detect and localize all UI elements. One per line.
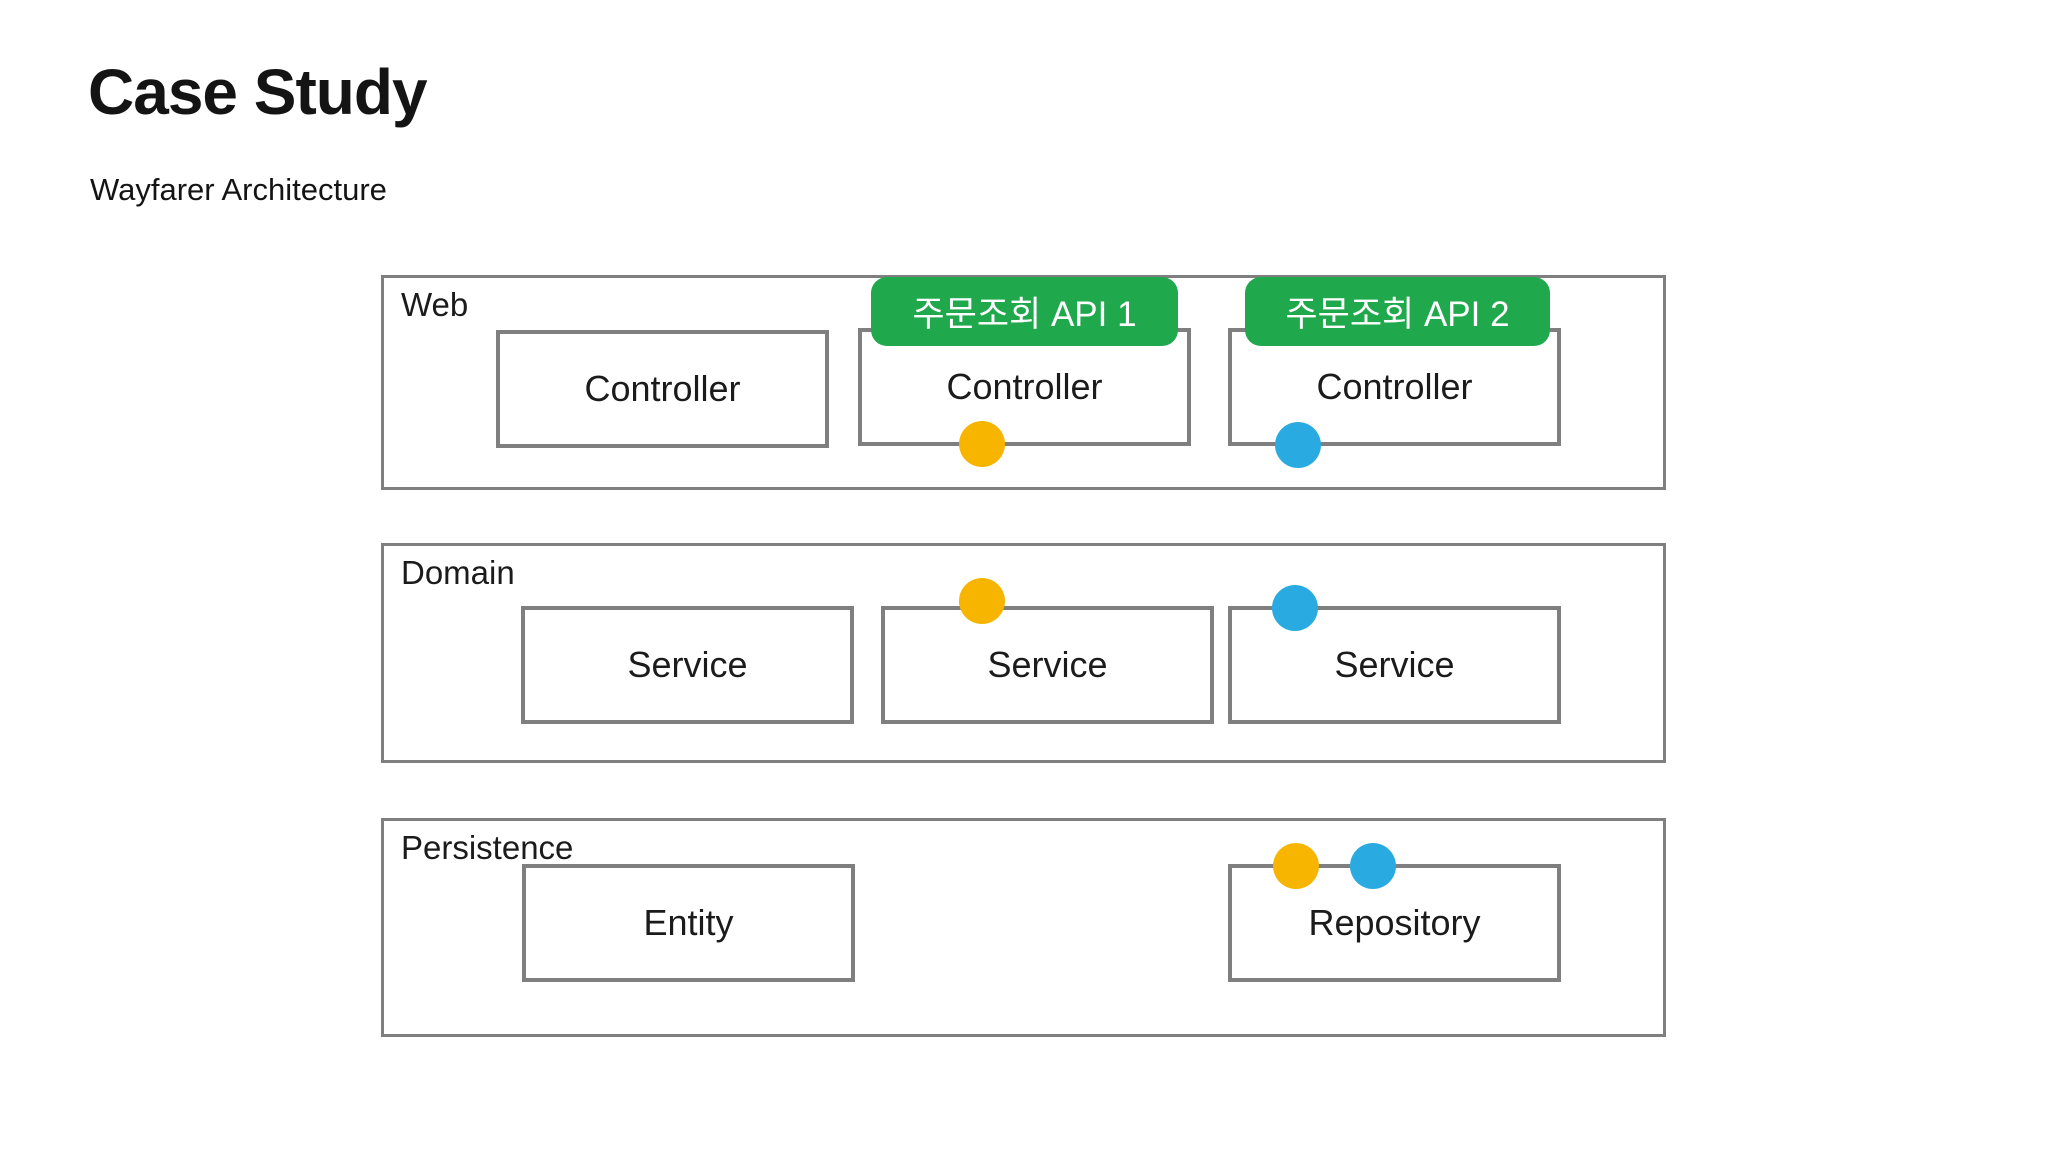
box-controller-2: Controller [858, 328, 1191, 446]
badge-api-2: 주문조회 API 2 [1245, 277, 1550, 346]
flow2-dot-web-controller [1275, 422, 1321, 468]
box-controller-3-label: Controller [1316, 366, 1473, 407]
box-service-2: Service [881, 606, 1214, 724]
box-entity: Entity [522, 864, 855, 982]
layer-persistence-label: Persistence [401, 829, 574, 866]
page-subtitle: Wayfarer Architecture [90, 172, 387, 207]
box-service-2-label: Service [987, 644, 1108, 685]
badge-api-1: 주문조회 API 1 [871, 277, 1178, 346]
flow2-dot-persistence-repository [1350, 843, 1396, 889]
box-controller-1-label: Controller [584, 368, 741, 409]
box-service-3-label: Service [1334, 644, 1455, 685]
flow1-dot-persistence-repository [1273, 843, 1319, 889]
layer-domain-label: Domain [401, 554, 515, 591]
page-title: Case Study [88, 56, 428, 128]
box-repository-label: Repository [1308, 902, 1481, 943]
box-controller-1: Controller [496, 330, 829, 448]
badge-api-2-label: 주문조회 API 2 [1285, 295, 1510, 334]
box-service-1: Service [521, 606, 854, 724]
box-entity-label: Entity [643, 902, 734, 943]
flow1-dot-web-controller [959, 421, 1005, 467]
box-repository: Repository [1228, 864, 1561, 982]
flow1-dot-domain-service [959, 578, 1005, 624]
badge-api-1-label: 주문조회 API 1 [912, 295, 1137, 334]
box-service-1-label: Service [627, 644, 748, 685]
flow2-dot-domain-service [1272, 585, 1318, 631]
box-controller-2-label: Controller [946, 366, 1103, 407]
layer-web-label: Web [401, 286, 469, 323]
